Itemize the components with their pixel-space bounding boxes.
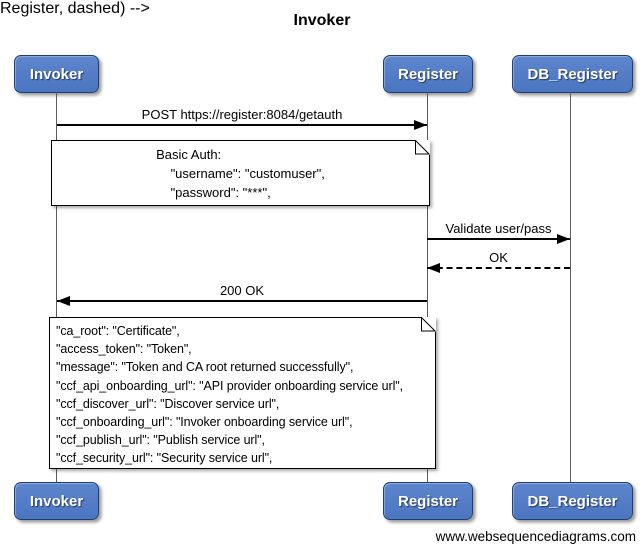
note-fold-corner-icon: [415, 140, 430, 155]
actor-db-register-bottom: DB_Register: [512, 482, 633, 520]
actor-db-register-label: DB_Register: [527, 492, 618, 510]
note-basic-auth-text: Basic Auth: "username": "customuser", "p…: [156, 147, 325, 200]
lifeline-register: [427, 92, 428, 482]
message-validate-userpass: Validate user/pass: [427, 220, 570, 244]
arrowhead-right-icon: [414, 120, 427, 130]
actor-register-label: Register: [397, 65, 459, 83]
actor-register-top: Register: [383, 55, 473, 93]
actor-invoker-label: Invoker: [29, 65, 84, 83]
note-auth-response-text: "ca_root": "Certificate", "access_token"…: [56, 324, 403, 466]
diagram-title: Invoker: [293, 12, 351, 29]
lifeline-invoker: [56, 92, 57, 482]
message-line: [57, 124, 427, 126]
actor-register-bottom: Register: [383, 482, 473, 520]
message-line: [427, 238, 570, 240]
lifeline-db-register: [570, 92, 571, 482]
actor-invoker-top: Invoker: [14, 55, 99, 93]
actor-register-label: Register: [397, 492, 459, 510]
message-dashed-line: [427, 267, 570, 269]
arrowhead-right-icon: [557, 234, 570, 244]
arrowhead-left-icon: [427, 263, 440, 273]
message-post-getauth: POST https://register:8084/getauth: [57, 106, 427, 130]
message-ok-label: OK: [489, 250, 508, 265]
note-basic-auth: Basic Auth: "username": "customuser", "p…: [51, 140, 430, 206]
arrowhead-left-icon: [57, 296, 70, 306]
message-200-ok: 200 OK: [57, 282, 427, 306]
message-line: [57, 300, 427, 302]
actor-db-register-label: DB_Register: [527, 65, 618, 83]
actor-invoker-label: Invoker: [29, 492, 84, 510]
message-200-ok-label: 200 OK: [219, 283, 265, 298]
note-fold-corner-icon: [421, 317, 436, 332]
message-ok-reply: OK: [427, 249, 570, 273]
watermark: www.websequencediagrams.com: [435, 529, 636, 544]
actor-db-register-top: DB_Register: [512, 55, 633, 93]
note-auth-response: "ca_root": "Certificate", "access_token"…: [49, 317, 436, 469]
actor-invoker-bottom: Invoker: [14, 482, 99, 520]
message-post-getauth-label: POST https://register:8084/getauth: [141, 107, 343, 122]
message-validate-label: Validate user/pass: [445, 221, 552, 236]
